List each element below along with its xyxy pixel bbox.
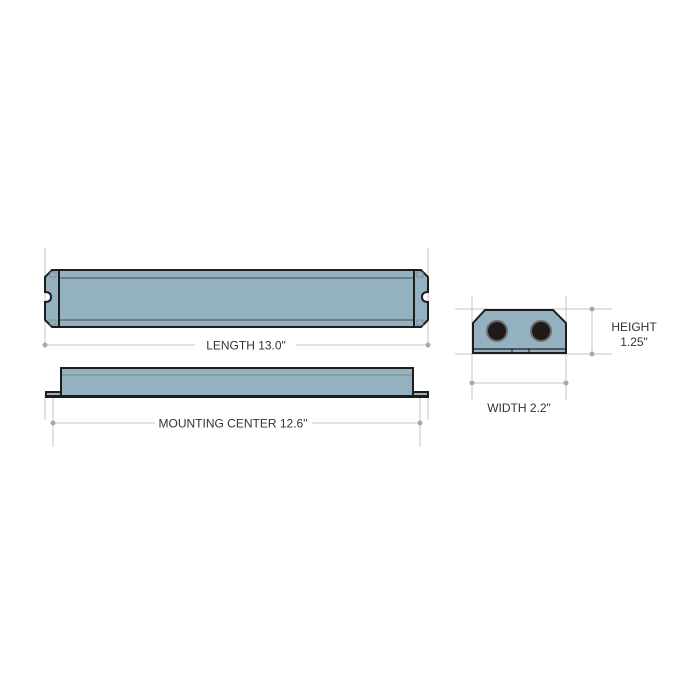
top-view bbox=[44, 248, 429, 348]
cable-port-left-icon bbox=[486, 320, 508, 342]
length-label: LENGTH 13.0" bbox=[206, 339, 286, 353]
height-dimension: HEIGHT 1.25" bbox=[589, 306, 657, 357]
cable-port-right-icon bbox=[530, 320, 552, 342]
driver-side-body bbox=[60, 367, 414, 398]
width-dimension: WIDTH 2.2" bbox=[469, 380, 569, 415]
end-view bbox=[455, 296, 612, 400]
side-view bbox=[44, 367, 429, 447]
height-label: HEIGHT bbox=[611, 320, 657, 334]
driver-top-body bbox=[44, 269, 429, 328]
mounting-center-dimension: MOUNTING CENTER 12.6" bbox=[50, 417, 423, 431]
height-value: 1.25" bbox=[620, 335, 648, 349]
mounting-center-label: MOUNTING CENTER 12.6" bbox=[159, 417, 308, 431]
length-dimension: LENGTH 13.0" bbox=[42, 339, 431, 353]
width-label: WIDTH 2.2" bbox=[487, 401, 551, 415]
